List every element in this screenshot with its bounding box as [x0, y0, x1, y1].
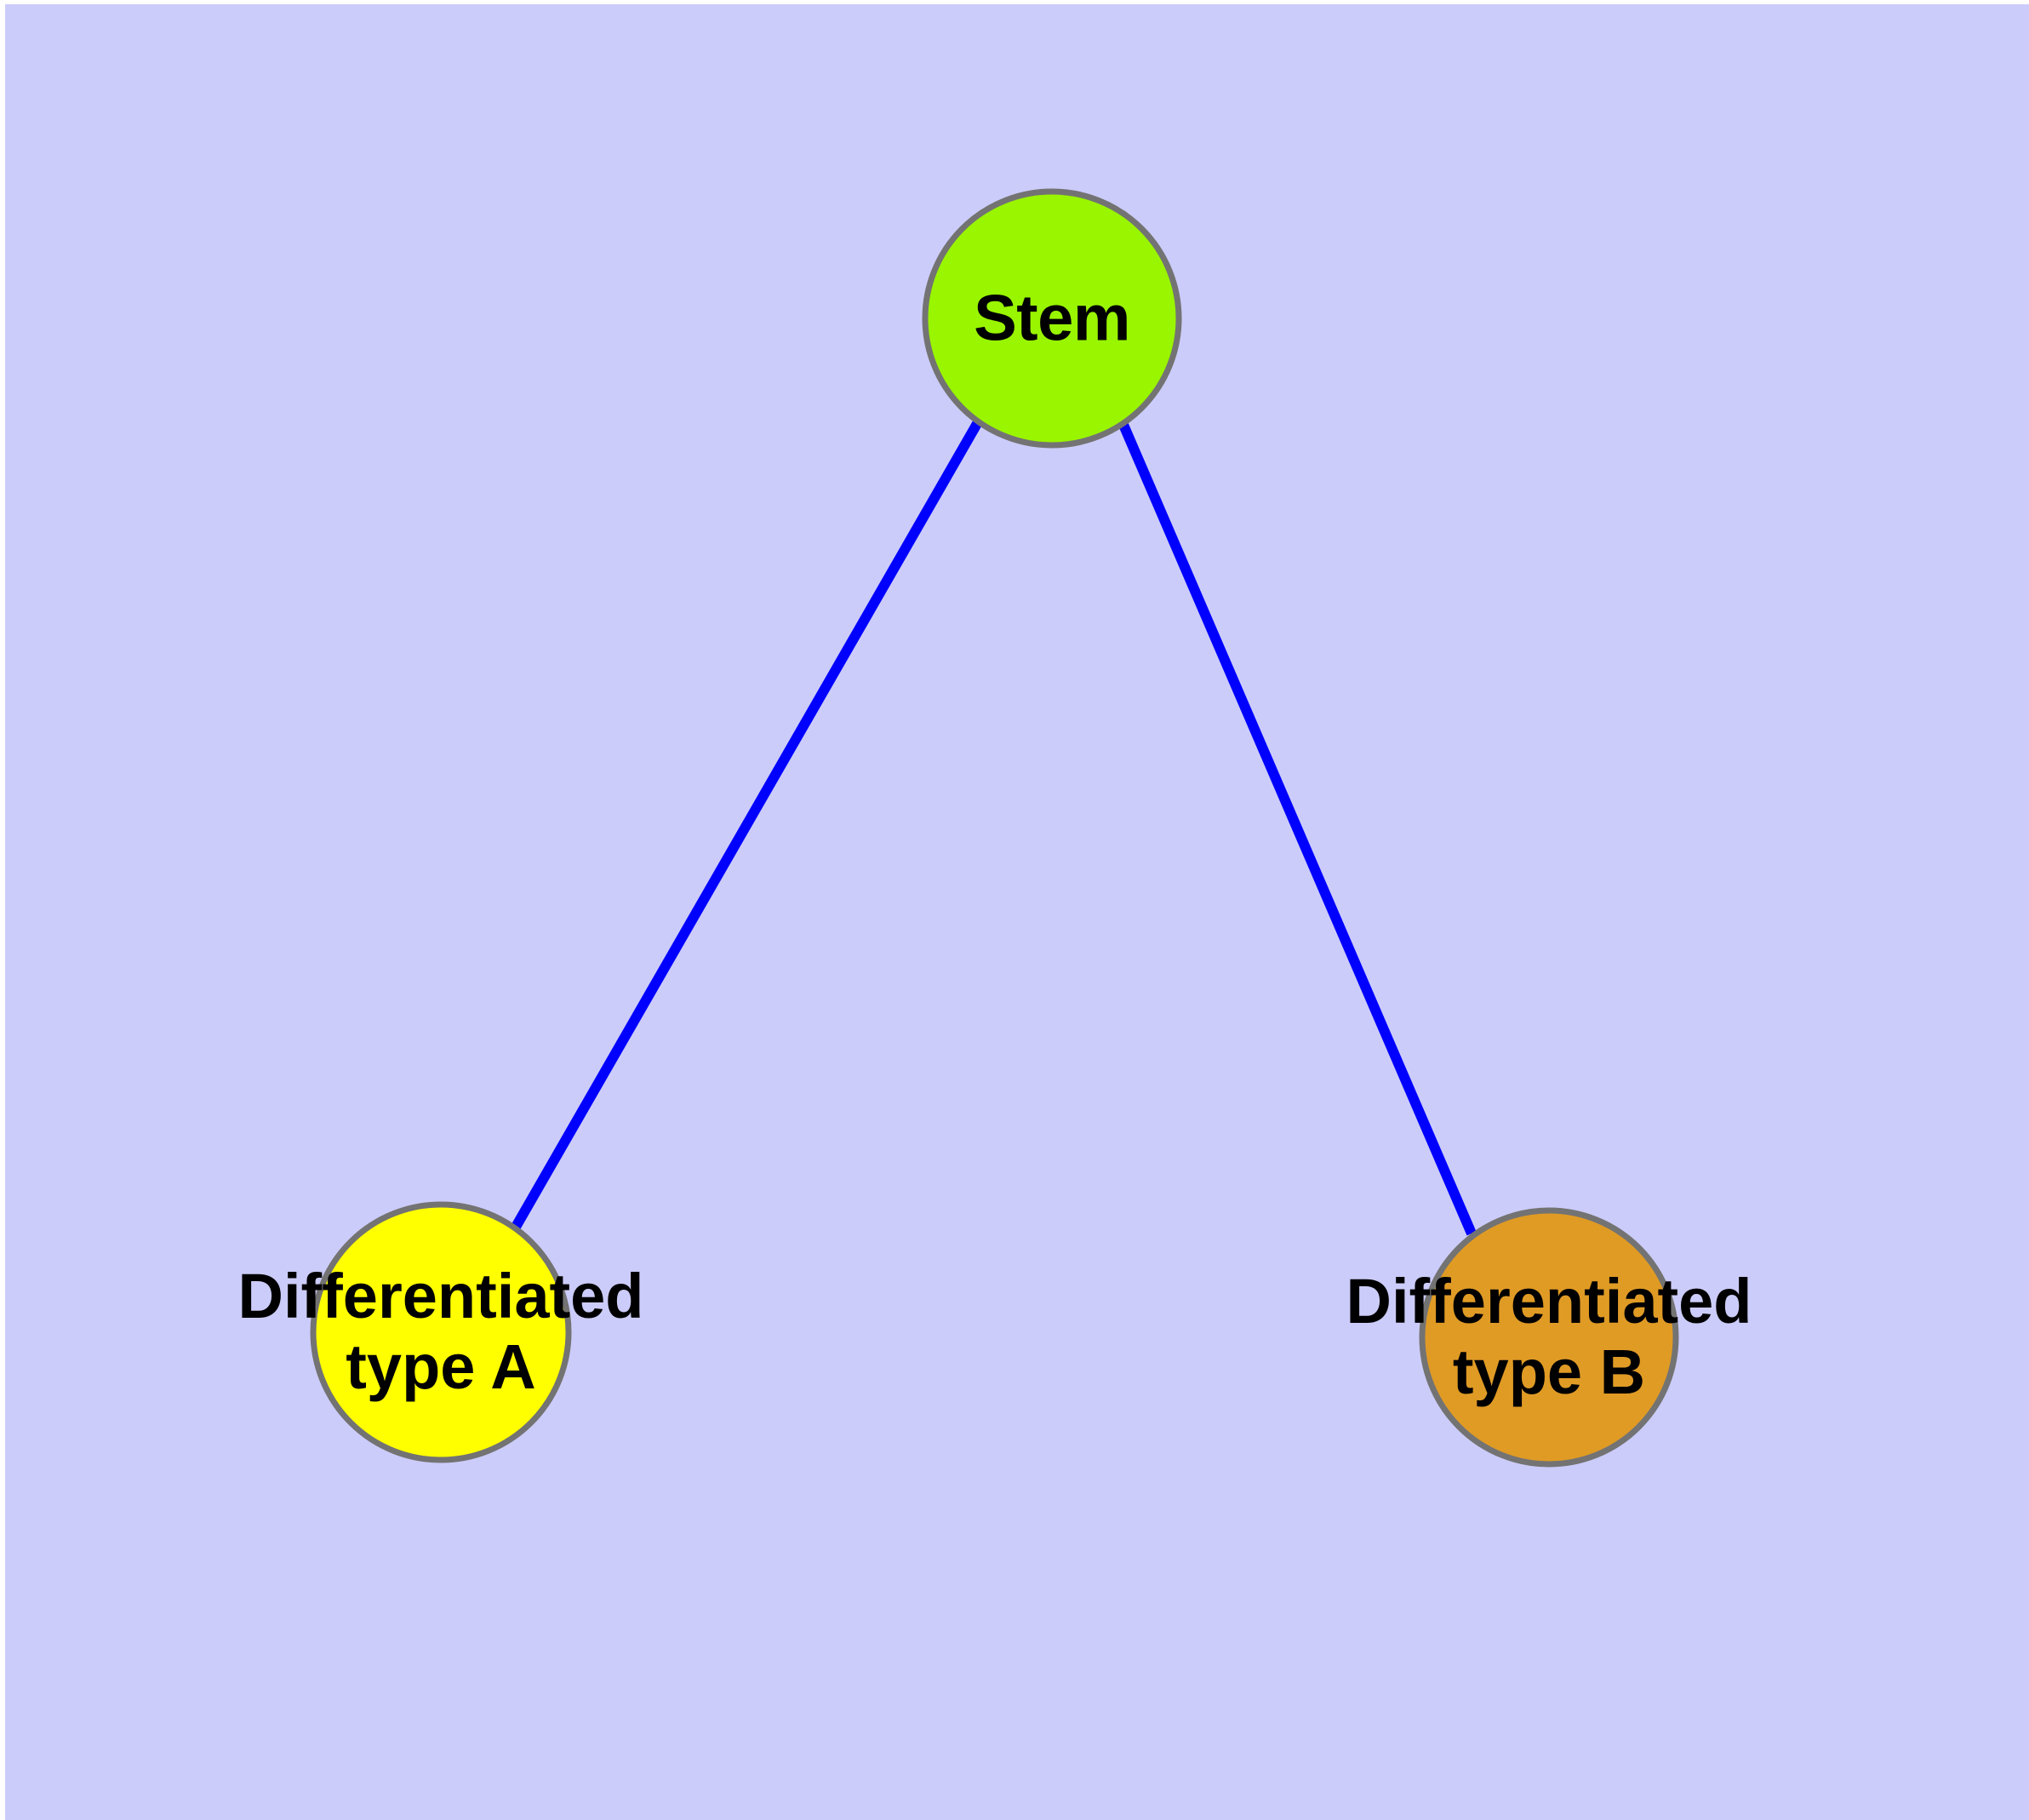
- node-diff_a[interactable]: [310, 1201, 572, 1463]
- node-diff_b[interactable]: [1419, 1207, 1679, 1468]
- edge-stem-diff_b[interactable]: [1116, 416, 1477, 1236]
- node-stem[interactable]: [922, 188, 1182, 449]
- edge-stem-diff_a[interactable]: [510, 420, 983, 1231]
- edges-group: [510, 416, 1477, 1236]
- nodes-group: [310, 188, 1679, 1468]
